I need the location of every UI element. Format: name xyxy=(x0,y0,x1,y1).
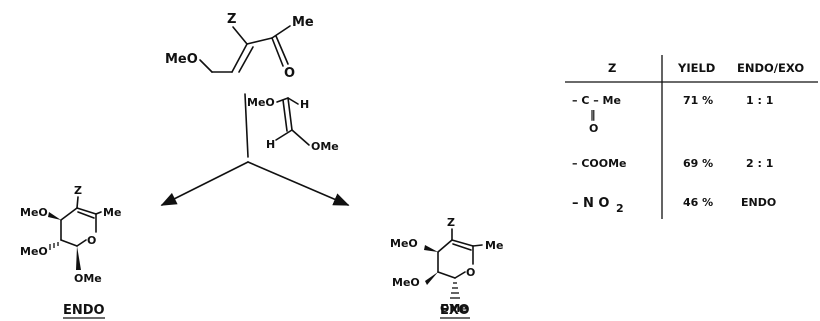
reaction-arrow-stem xyxy=(244,93,249,158)
enone-reagent: Z Me MeO O xyxy=(165,12,314,81)
dienophile-meo-label: MeO xyxy=(247,96,275,109)
exo-me-label: Me xyxy=(485,239,503,252)
hashed-bond xyxy=(49,242,59,250)
bond xyxy=(454,271,466,279)
table-row3-z: – N O xyxy=(572,196,609,211)
endo-me-label: Me xyxy=(103,206,121,219)
bond xyxy=(287,97,299,105)
table-row1-z-oxygen: O xyxy=(589,122,598,135)
arrow-to-exo xyxy=(247,161,350,206)
hashed-bond xyxy=(450,282,460,299)
endo-label: ENDO xyxy=(63,303,105,318)
bond xyxy=(76,196,79,209)
dienophile-h1-label: H xyxy=(300,98,309,111)
bond xyxy=(472,244,483,247)
wedge-bond xyxy=(424,245,438,252)
endo-ring-o-label: O xyxy=(87,234,96,247)
bond xyxy=(271,25,291,39)
bond xyxy=(77,211,95,219)
results-table: Z YIELD ENDO/EXO – C – Me ‖ O 71 % 1 : 1… xyxy=(565,55,818,219)
endo-meo-top-label: MeO xyxy=(20,206,48,219)
reagent-carbonyl-o-label: O xyxy=(284,66,295,81)
bond xyxy=(451,239,474,247)
endo-ome-label: OMe xyxy=(74,272,102,285)
table-row3-ratio: ENDO xyxy=(741,196,776,209)
dienophile-ome-label: OMe xyxy=(311,140,339,153)
bond xyxy=(287,97,293,131)
exo-ring-o-label: O xyxy=(466,266,475,279)
bond xyxy=(452,243,472,251)
table-header-z: Z xyxy=(608,61,616,75)
exo-product: Z Me O MeO MeO OMe EXO xyxy=(390,216,503,319)
exo-label: EXO xyxy=(440,303,470,318)
bond xyxy=(76,239,87,247)
exo-ome-label: OMe xyxy=(440,302,468,315)
bond xyxy=(232,26,248,45)
reagent-me-label: Me xyxy=(292,15,314,30)
exo-meo-bottom-label: MeO xyxy=(392,276,420,289)
table-row3-yield: 46 % xyxy=(683,196,713,209)
table-row1-z-double-bond: ‖ xyxy=(590,108,596,121)
table-row1-yield: 71 % xyxy=(683,94,713,107)
bond xyxy=(246,37,273,45)
bond xyxy=(275,129,293,141)
table-header-yield: YIELD xyxy=(677,61,715,75)
table-row2-ratio: 2 : 1 xyxy=(746,157,773,170)
bond xyxy=(76,207,97,215)
wedge-bond xyxy=(76,246,81,270)
endo-product: Z Me O MeO MeO OMe ENDO xyxy=(20,184,121,319)
bond xyxy=(275,35,289,65)
bond xyxy=(199,59,213,73)
table-row1-ratio: 1 : 1 xyxy=(746,94,773,107)
bond xyxy=(60,207,78,221)
bond xyxy=(437,239,453,253)
bond xyxy=(271,37,284,67)
wedge-bond xyxy=(48,212,61,220)
bond xyxy=(231,43,248,73)
bond xyxy=(95,211,102,215)
reagent-meo-label: MeO xyxy=(165,52,198,67)
wedge-bond xyxy=(425,272,438,285)
bond xyxy=(238,46,254,73)
dienophile-h2-label: H xyxy=(266,138,275,151)
table-row2-yield: 69 % xyxy=(683,157,713,170)
bond xyxy=(437,271,456,279)
arrow-to-endo xyxy=(160,161,249,206)
table-row3-z-subscript: 2 xyxy=(616,202,624,215)
bond xyxy=(282,99,288,132)
table-header-ratio: ENDO/EXO xyxy=(737,61,804,75)
endo-z-label: Z xyxy=(74,184,82,197)
bond xyxy=(291,129,310,146)
bond xyxy=(60,239,78,247)
endo-meo-bottom-label: MeO xyxy=(20,245,48,258)
table-row2-z: – COOMe xyxy=(572,157,627,170)
dienophile: MeO H H OMe xyxy=(247,96,339,153)
exo-meo-top-label: MeO xyxy=(390,237,418,250)
reagent-z-label: Z xyxy=(227,12,236,27)
table-row1-z: – C – Me xyxy=(572,94,621,107)
exo-z-label: Z xyxy=(447,216,455,229)
